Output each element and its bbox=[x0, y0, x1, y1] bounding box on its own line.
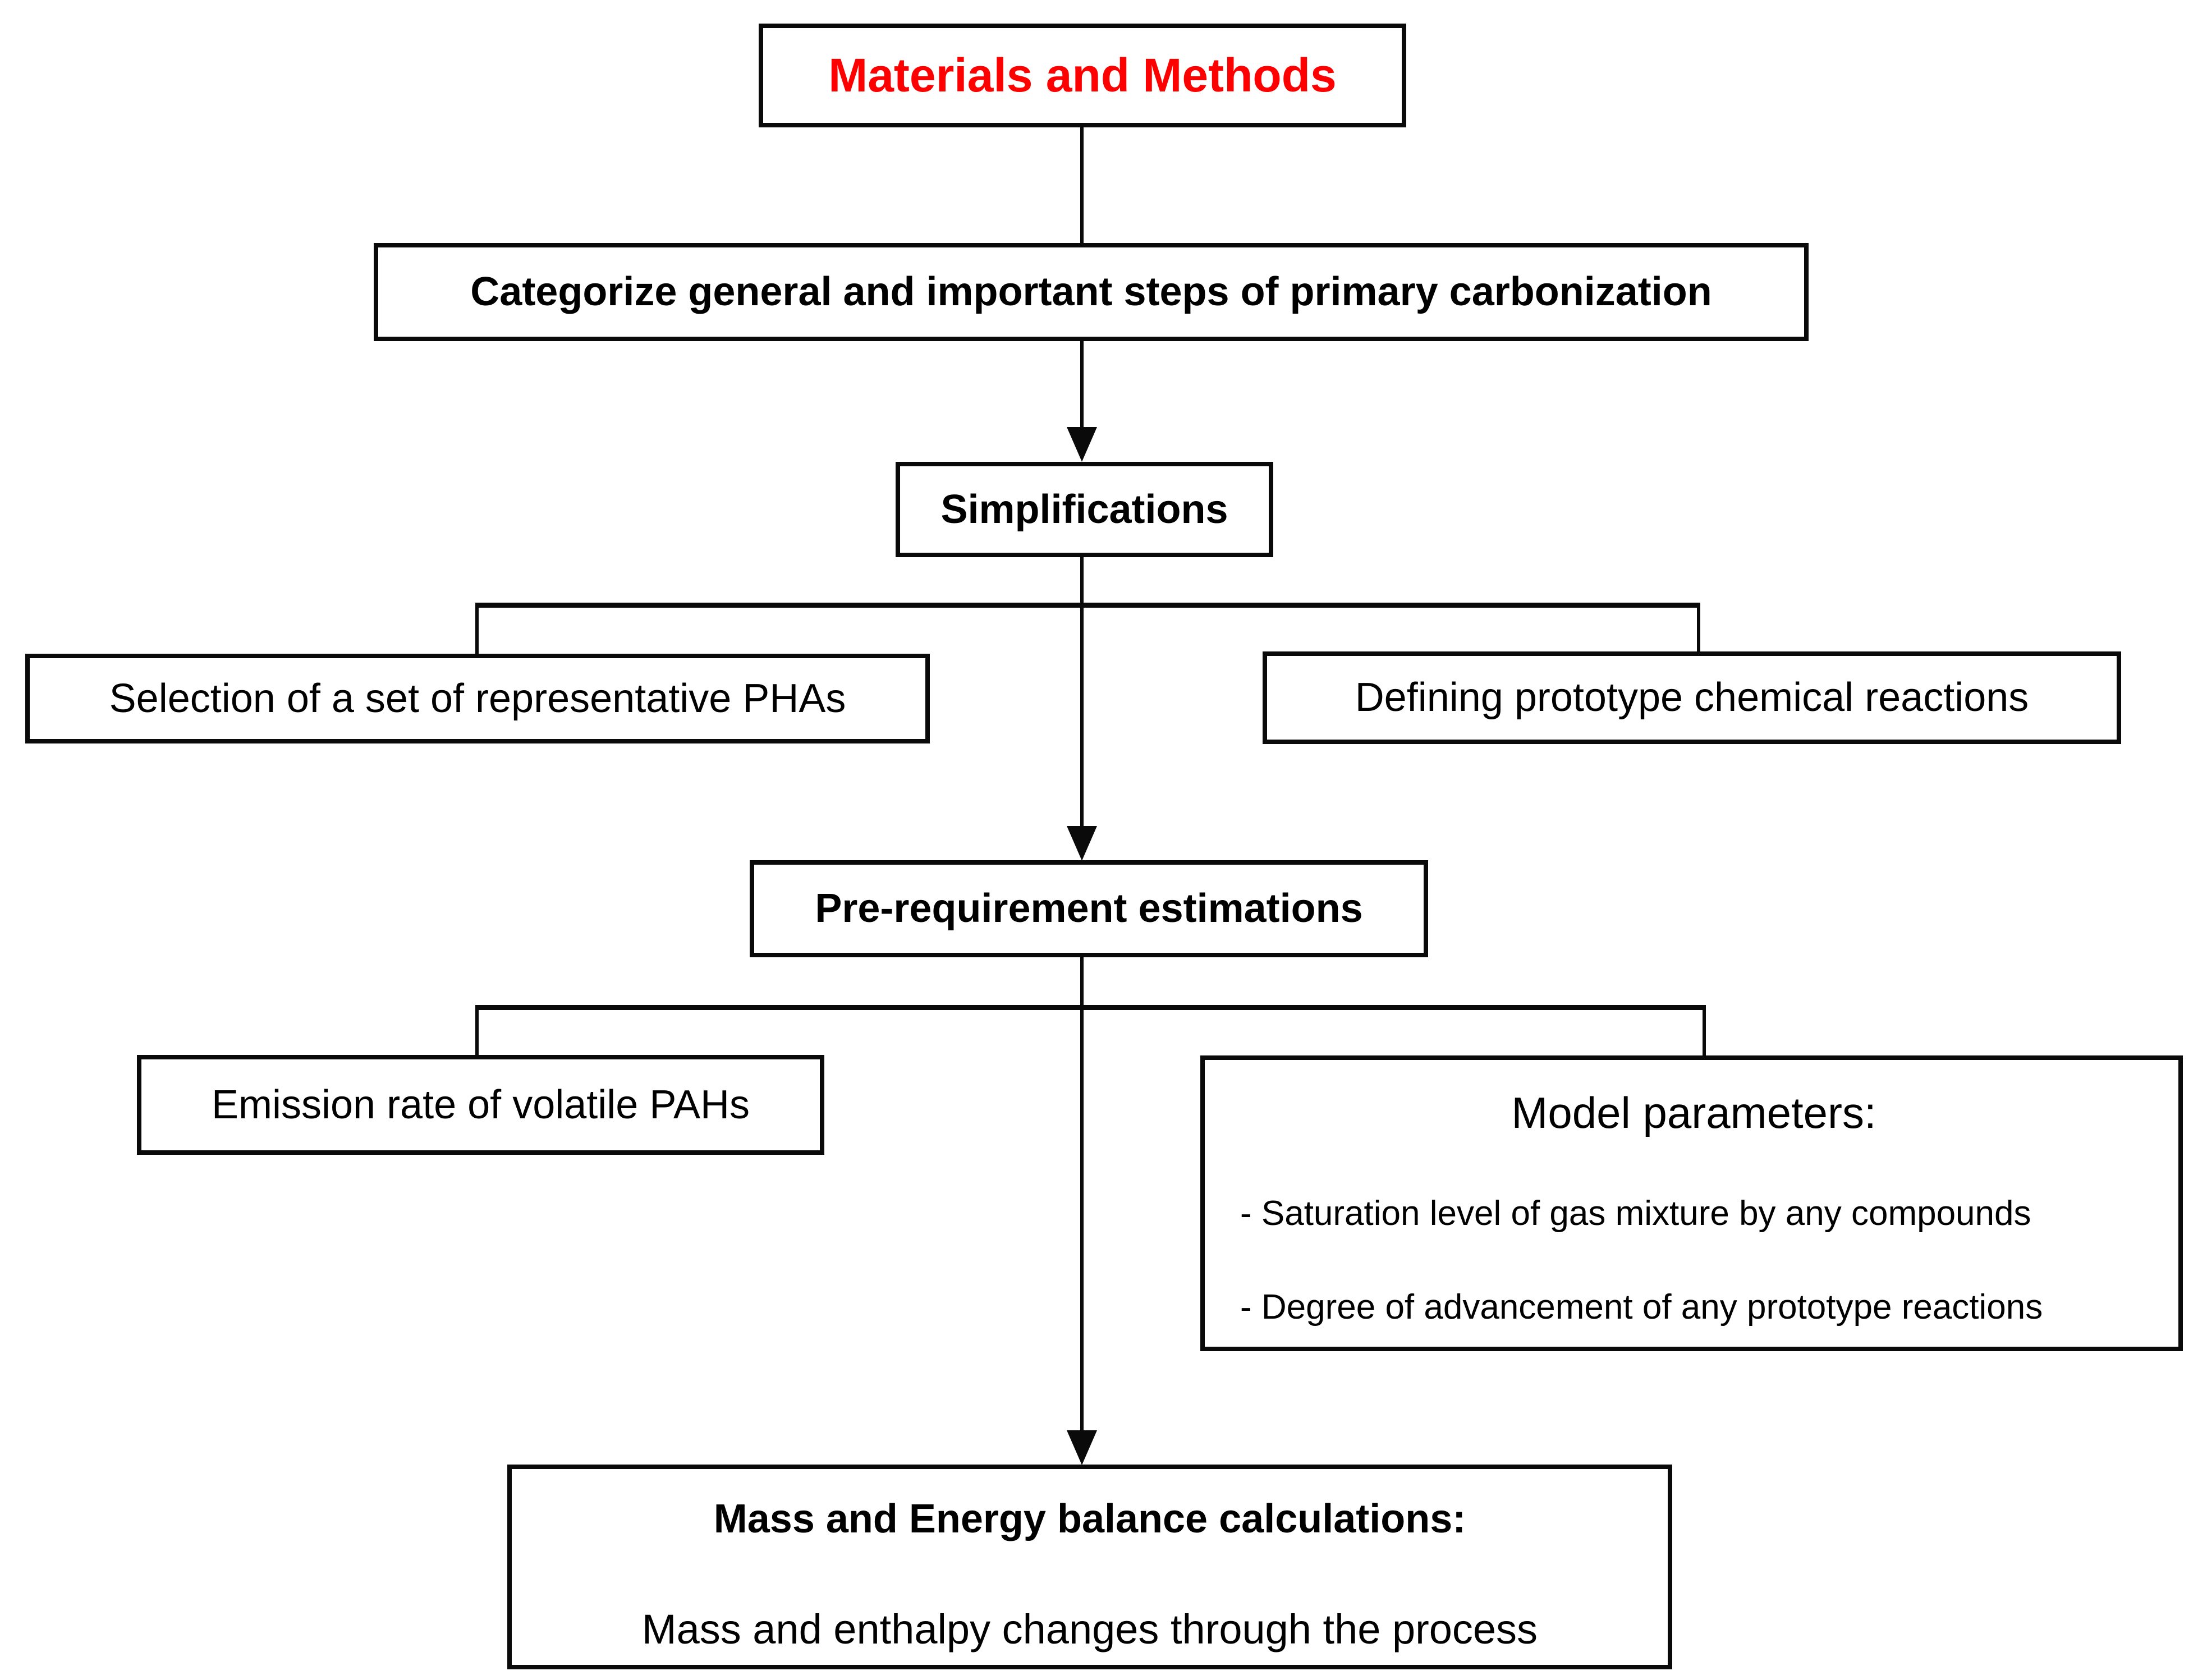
arrowhead-into-mass-energy bbox=[1067, 1430, 1097, 1465]
node-label: Emission rate of volatile PAHs bbox=[211, 1082, 750, 1127]
branch-line-simplifications bbox=[475, 603, 1700, 608]
connector-branch-to-pre-requirement bbox=[1080, 603, 1084, 827]
drop-line-to-model-parameters bbox=[1703, 1005, 1706, 1058]
model-parameters-title: Model parameters: bbox=[1511, 1088, 1876, 1137]
node-pre-requirement-estimations: Pre-requirement estimations bbox=[750, 860, 1428, 957]
model-parameters-bullet-saturation: - Saturation level of gas mixture by any… bbox=[1240, 1194, 2031, 1233]
node-categorize-steps: Categorize general and important steps o… bbox=[374, 243, 1809, 341]
node-simplifications: Simplifications bbox=[896, 462, 1273, 557]
arrowhead-into-pre-requirement bbox=[1067, 826, 1097, 861]
node-label: Pre-requirement estimations bbox=[815, 886, 1363, 931]
connector-categorize-to-simplifications bbox=[1080, 341, 1084, 428]
node-label: Categorize general and important steps o… bbox=[470, 269, 1712, 315]
node-emission-rate-volatile-pahs: Emission rate of volatile PAHs bbox=[137, 1055, 824, 1155]
connector-branch-to-mass-energy bbox=[1080, 1005, 1084, 1431]
mass-energy-title: Mass and Energy balance calculations: bbox=[713, 1497, 1466, 1541]
branch-line-pre-requirement bbox=[475, 1005, 1706, 1010]
node-defining-prototype-reactions: Defining prototype chemical reactions bbox=[1263, 651, 2121, 744]
connector-simplifications-to-branch bbox=[1080, 557, 1084, 605]
node-selection-representative-phas: Selection of a set of representative PHA… bbox=[25, 654, 930, 743]
drop-line-to-emission-rate bbox=[475, 1005, 479, 1057]
mass-energy-subtitle: Mass and enthalpy changes through the pr… bbox=[641, 1605, 1538, 1653]
node-label: Selection of a set of representative PHA… bbox=[109, 676, 846, 721]
node-materials-and-methods: Materials and Methods bbox=[759, 24, 1406, 127]
drop-line-to-defining-reactions bbox=[1697, 603, 1700, 654]
node-label: Materials and Methods bbox=[828, 49, 1337, 102]
node-mass-energy-balance: Mass and Energy balance calculations: Ma… bbox=[507, 1465, 1672, 1669]
drop-line-to-selection-phas bbox=[475, 603, 479, 656]
connector-pre-requirement-to-branch bbox=[1080, 957, 1084, 1008]
node-label: Defining prototype chemical reactions bbox=[1355, 675, 2029, 720]
node-label: Simplifications bbox=[940, 486, 1228, 532]
model-parameters-bullet-degree: - Degree of advancement of any prototype… bbox=[1240, 1287, 2043, 1326]
arrowhead-into-simplifications bbox=[1067, 427, 1097, 462]
node-model-parameters: Model parameters: - Saturation level of … bbox=[1200, 1055, 2183, 1351]
connector-materials-to-categorize bbox=[1080, 127, 1084, 243]
